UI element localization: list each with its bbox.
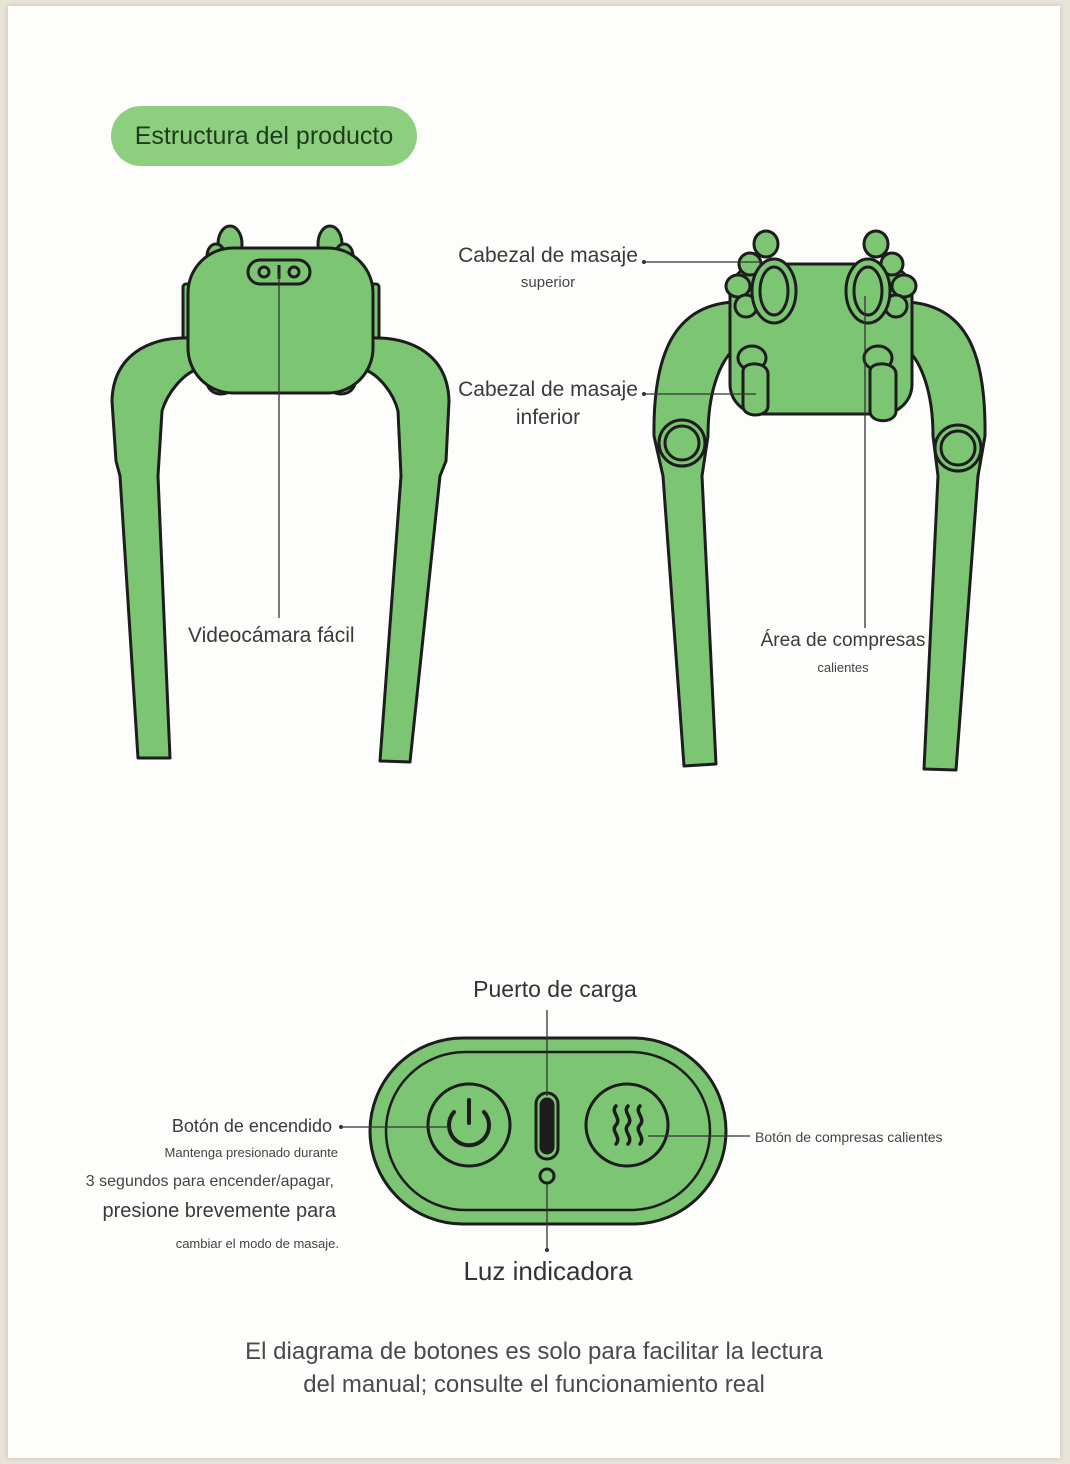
power-desc-3: presione brevemente para (102, 1200, 336, 1222)
footer-note-line2: del manual; consulte el funcionamiento r… (303, 1371, 765, 1398)
section-title: Estructura del producto (111, 106, 417, 166)
upper-head-label: Cabezal de masaje (458, 244, 638, 267)
device-back-view (110, 224, 451, 764)
power-button-label: Botón de encendido (171, 1116, 332, 1136)
lower-head-sublabel: inferior (515, 406, 581, 429)
power-desc-4: cambiar el modo de masaje. (175, 1236, 339, 1251)
power-desc-1: Mantenga presionado durante (164, 1145, 338, 1160)
heat-button-label: Botón de compresas calientes (755, 1129, 943, 1145)
control-panel (368, 1036, 728, 1226)
footer-note-line1: El diagrama de botones es solo para faci… (245, 1338, 823, 1365)
charging-port-label: Puerto de carga (473, 976, 637, 1002)
device-front-view (652, 229, 987, 772)
product-diagram (110, 224, 987, 1252)
indicator-light-label: Luz indicadora (463, 1256, 633, 1286)
power-desc-2: 3 segundos para encender/apagar, (85, 1173, 334, 1190)
hot-area-label: Área de compresas (760, 630, 926, 651)
hot-area-sublabel: calientes (817, 660, 869, 675)
lower-head-label: Cabezal de masaje (458, 378, 638, 401)
manual-page: Estructura del producto (8, 6, 1060, 1458)
upper-head-sublabel: superior (520, 274, 576, 291)
camera-label: Videocámara fácil (188, 624, 355, 647)
